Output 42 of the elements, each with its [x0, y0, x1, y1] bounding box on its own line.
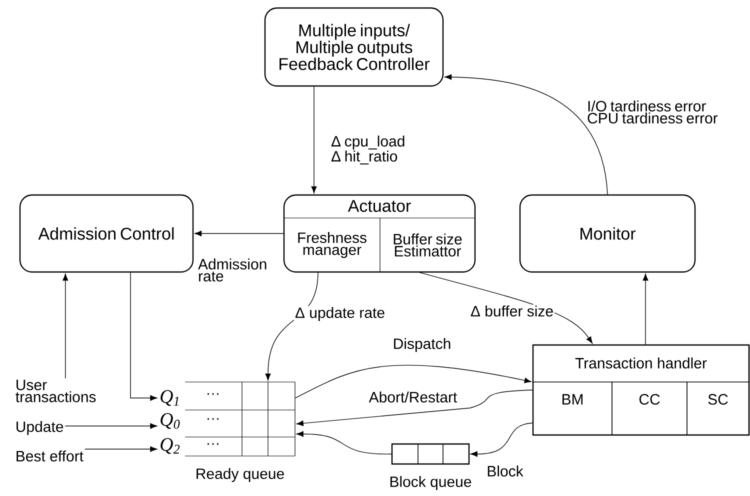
input-label: Update: [16, 421, 64, 435]
arrow: [194, 230, 284, 236]
edge-label: Δ buffer size: [469, 304, 555, 318]
rounded-box: Monitor: [519, 194, 696, 273]
edge-label: I/O tardiness error CPU tardiness error: [586, 100, 728, 124]
cell-text: Freshness manager: [298, 232, 366, 258]
queue-label: Q$_{2}$: [160, 438, 180, 454]
edge-label: Block: [486, 464, 524, 478]
ellipsis: …: [208, 443, 218, 445]
edge-label: Δ update rate: [294, 306, 386, 322]
table-cell: CC: [612, 382, 688, 436]
input-label: User transactions: [16, 380, 96, 402]
queue-caption: Block queue: [390, 476, 472, 490]
edge-label: Dispatch: [392, 337, 452, 353]
ready-queue-grid: [184, 382, 296, 456]
arrow: [64, 423, 158, 429]
arrow: [62, 274, 68, 379]
arrow: [295, 364, 532, 398]
ellipsis: …: [208, 393, 218, 395]
edge-label: Δ cpu_load Δ hit_ratio: [330, 134, 416, 166]
rounded-box: Admission Control: [19, 194, 194, 273]
block-queue: [391, 443, 470, 465]
arrow: [470, 422, 533, 457]
arrow: [419, 272, 593, 344]
arrow: [130, 272, 158, 401]
rounded-box: Multiple inputs/ Multiple outputs Feedback Controller: [264, 7, 444, 87]
input-label: Best effort: [16, 450, 84, 462]
ellipsis: …: [208, 418, 218, 420]
arrow: [642, 274, 648, 345]
queue-label: Q$_{0}$: [160, 413, 180, 429]
queue-label: Q$_{1}$: [160, 390, 178, 406]
arrow: [84, 446, 158, 452]
arrow: [296, 390, 533, 426]
arrow: [311, 86, 317, 194]
arrow: [444, 74, 608, 195]
edge-label: Abort/Restart: [368, 390, 458, 404]
arrow: [296, 431, 392, 454]
cell-text: Buffer size Estimattor: [394, 234, 462, 256]
queue-caption: Ready queue: [196, 468, 284, 482]
edge-label: Admission rate: [197, 258, 277, 282]
table-cell: BM: [532, 382, 612, 436]
table-cell: SC: [686, 382, 750, 436]
